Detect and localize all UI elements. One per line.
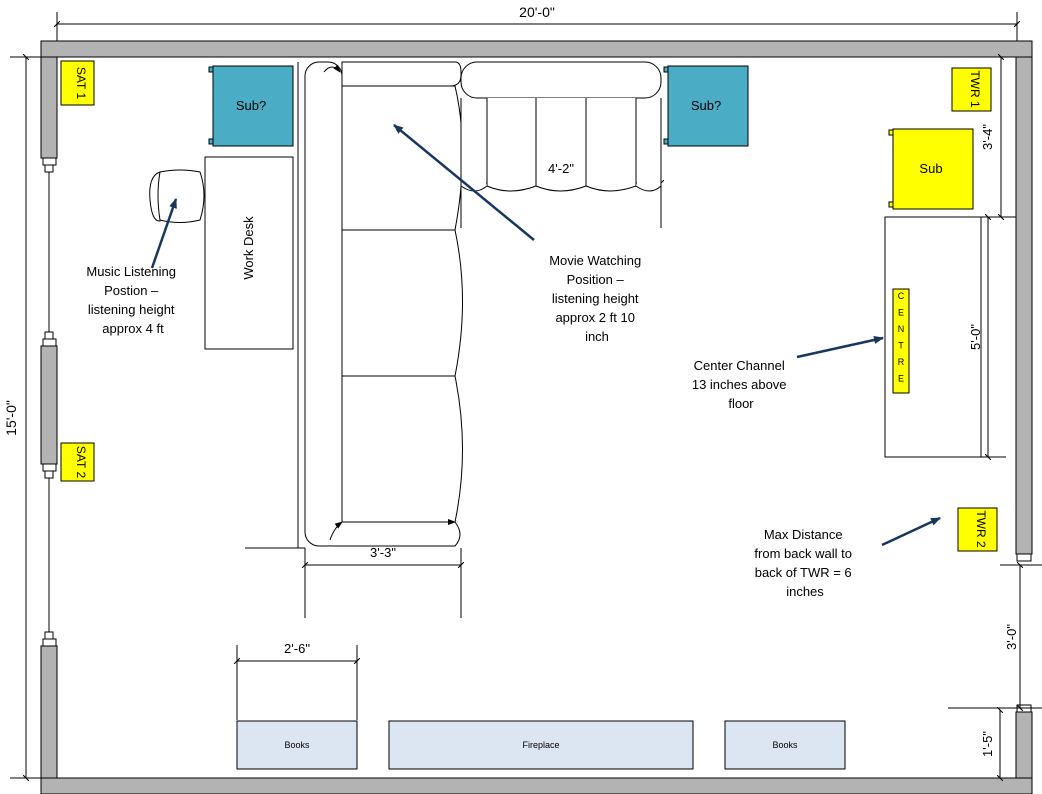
sub-left-group: Sub? [208, 65, 294, 147]
books-right-label: Books [772, 740, 798, 750]
sub-middle [667, 65, 749, 147]
twr1-distance-label: 3'-4" [980, 124, 995, 150]
sat-1: SAT 1 [60, 60, 95, 106]
room-depth-label: 15'-0" [3, 400, 19, 436]
sofa-short-label: 3'-3" [370, 545, 396, 560]
wall-openings [42, 157, 1032, 713]
sofa-arrows [323, 64, 456, 541]
bottom-wall [40, 777, 1033, 794]
walls [40, 40, 1033, 794]
twr-1-label: TWR 1 [968, 70, 982, 108]
sub-middle-label: Sub? [691, 98, 721, 113]
dimension-labels: 20'-0" 15'-0" 4'-2" 3'-3" 2'-6" 3'-4" 5'… [3, 4, 1019, 757]
sub-right-label: Sub [919, 161, 942, 176]
twr-1: TWR 1 [951, 67, 992, 112]
left-wall-bottom [40, 645, 58, 779]
right-wall-upper [1015, 56, 1033, 555]
max-distance-note: Max Distance from back wall to back of T… [754, 527, 855, 599]
center-channel-note: Center Channel 13 inches above floor [692, 358, 790, 411]
sub-left-label: Sub? [236, 98, 266, 113]
movie-arrow [393, 124, 535, 241]
sofa [304, 61, 662, 547]
work-desk [204, 156, 294, 350]
books-left [236, 720, 358, 770]
books-left-label: Books [284, 740, 310, 750]
annotation-arrows [150, 124, 941, 547]
sub-middle-group: Sub? [663, 65, 749, 147]
fireplace [388, 720, 694, 770]
sat-1-label: SAT 1 [74, 67, 88, 100]
top-wall [40, 40, 1033, 58]
door-width-label: 3'-0" [1004, 624, 1019, 650]
sat-2-label: SAT 2 [74, 446, 88, 479]
right-wall-lower [1015, 711, 1033, 779]
center-arrow [796, 336, 884, 359]
office-chair [149, 169, 205, 223]
centre-speaker [892, 288, 910, 394]
books-right [724, 720, 846, 770]
corner-wall-label: 1'-5" [980, 731, 995, 757]
books-width-label: 2'-6" [284, 641, 310, 656]
room-width-label: 20'-0" [519, 4, 555, 20]
sofa-long-label: 4'-2" [548, 161, 574, 176]
twr-2-label: TWR 2 [974, 510, 988, 548]
left-wall-middle [40, 345, 58, 465]
sub-right-group: Sub [888, 128, 974, 210]
work-desk-label: Work Desk [241, 216, 256, 280]
left-wall-top [40, 56, 58, 159]
fireplace-label: Fireplace [522, 740, 559, 750]
music-position-note: Music Listening Postion – listening heig… [86, 264, 179, 336]
cabinet-length-label: 5'-0" [968, 324, 983, 350]
twr2-arrow [881, 516, 941, 547]
sub-right [892, 128, 974, 210]
movie-position-note: Movie Watching Position – listening heig… [549, 253, 645, 344]
sub-left [212, 65, 294, 147]
twr-2: TWR 2 [957, 507, 998, 552]
music-arrow [150, 198, 178, 269]
hearth [236, 720, 846, 770]
sat-2: SAT 2 [60, 442, 95, 482]
